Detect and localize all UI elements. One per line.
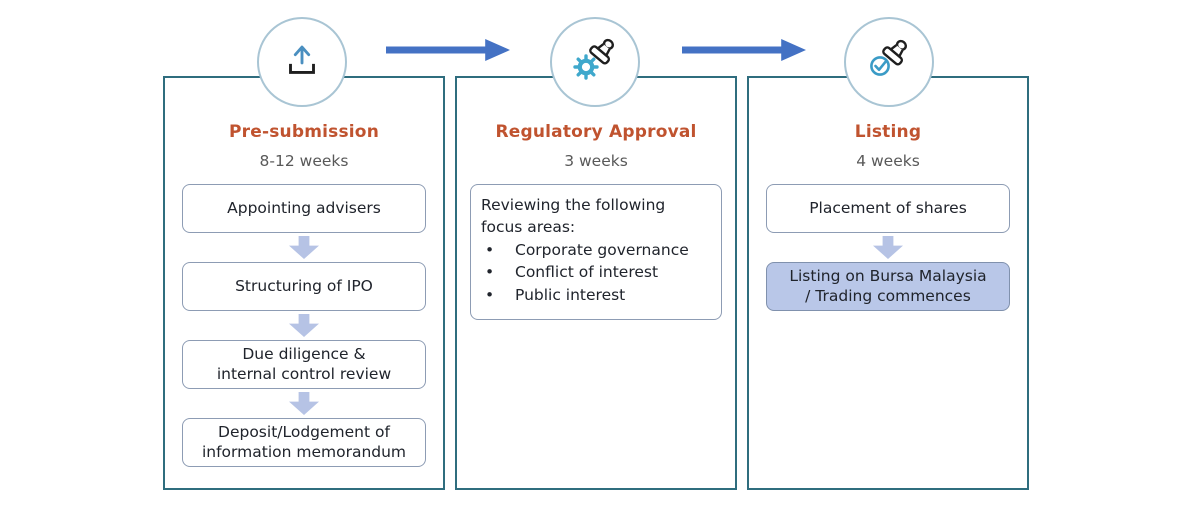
bullet-icon: • <box>485 263 495 282</box>
stage-panel-regulatory-approval: Regulatory Approval 3 weeks Reviewing th… <box>455 76 737 490</box>
focus-area-label: Public interest <box>515 285 626 304</box>
down-arrow-icon <box>289 314 319 337</box>
stage-steps: Appointing advisers Structuring of IPO D… <box>182 184 426 467</box>
review-intro: Reviewing the following focus areas: <box>481 196 666 237</box>
step-box: Structuring of IPO <box>182 262 426 311</box>
bullet-icon: • <box>485 285 495 304</box>
step-box: Deposit/Lodgement of information memoran… <box>182 418 426 467</box>
stage-title: Listing <box>854 122 922 142</box>
focus-area-label: Corporate governance <box>515 240 689 259</box>
focus-area-item: • Public interest <box>481 284 711 306</box>
stage-title: Pre-submission <box>228 122 379 142</box>
down-arrow-icon <box>289 392 319 415</box>
stage-title: Regulatory Approval <box>495 122 697 142</box>
upload-icon <box>279 37 325 87</box>
stage-steps: Placement of shares Listing on Bursa Mal… <box>766 184 1010 311</box>
stage-panel-listing: Listing 4 weeks Placement of shares List… <box>747 76 1029 490</box>
stage-panel-pre-submission: Pre-submission 8-12 weeks Appointing adv… <box>163 76 445 490</box>
stage-duration: 4 weeks <box>856 152 920 170</box>
stage-duration: 8-12 weeks <box>259 152 349 170</box>
down-arrow-icon <box>289 236 319 259</box>
step-box: Appointing advisers <box>182 184 426 233</box>
right-arrow-icon <box>386 39 510 61</box>
stage-circle-listing <box>844 17 934 107</box>
bullet-icon: • <box>485 240 495 259</box>
stage-circle-pre-submission <box>257 17 347 107</box>
review-focus-box: Reviewing the following focus areas: • C… <box>470 184 722 320</box>
step-box: Placement of shares <box>766 184 1010 233</box>
down-arrow-icon <box>873 236 903 259</box>
step-box-highlighted: Listing on Bursa Malaysia / Trading comm… <box>766 262 1010 311</box>
focus-area-item: • Conflict of interest <box>481 261 711 283</box>
stage-duration: 3 weeks <box>564 152 628 170</box>
focus-area-item: • Corporate governance <box>481 239 711 261</box>
focus-area-label: Conflict of interest <box>515 263 659 282</box>
right-arrow-icon <box>682 39 806 61</box>
stamp-check-icon <box>865 36 913 88</box>
step-box: Due diligence & internal control review <box>182 340 426 389</box>
gear-stamp-icon <box>571 36 619 88</box>
stage-circle-regulatory-approval <box>550 17 640 107</box>
